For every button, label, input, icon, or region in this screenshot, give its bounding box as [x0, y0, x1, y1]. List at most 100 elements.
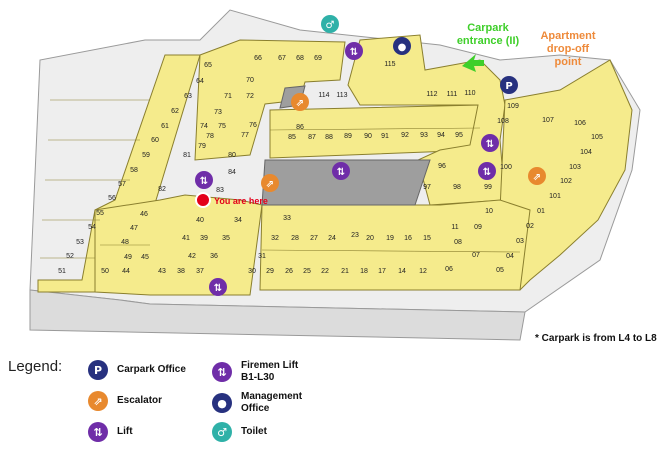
toilet-icon: ♂ [212, 422, 232, 442]
unit-47: 47 [130, 225, 138, 232]
unit-79: 79 [198, 143, 206, 150]
atrium-void [261, 159, 431, 206]
unit-40: 40 [196, 217, 204, 224]
unit-110: 110 [464, 90, 475, 97]
unit-45: 45 [141, 254, 149, 261]
lift-icon [195, 171, 213, 189]
map-icons: ♂ ⇅ ● ⇗ P ⇅ ⇅ ⇗ ⇅ ⇗ ⇅ ⇅ [195, 15, 546, 296]
legend-item-toilet: ♂ Toilet [212, 422, 267, 442]
unit-08: 08 [454, 239, 462, 246]
unit-77: 77 [241, 132, 249, 139]
unit-26: 26 [285, 268, 293, 275]
management-office-icon [393, 37, 411, 55]
unit-06: 06 [445, 266, 453, 273]
unit-112: 112 [426, 91, 437, 98]
unit-92: 92 [401, 132, 409, 139]
unit-37: 37 [196, 268, 204, 275]
unit-86: 86 [296, 124, 304, 131]
unit-68: 68 [296, 55, 304, 62]
carpark-footnote: * Carpark is from L4 to L8 [535, 333, 657, 344]
unit-labels: 66 67 68 69 65 64 63 62 61 60 59 58 57 5… [58, 55, 603, 275]
unit-111: 111 [447, 91, 458, 98]
unit-103: 103 [569, 164, 581, 171]
unit-72: 72 [246, 93, 254, 100]
svg-text:⇅: ⇅ [350, 47, 358, 58]
unit-09: 09 [474, 224, 482, 231]
unit-96: 96 [438, 163, 446, 170]
unit-60: 60 [151, 137, 159, 144]
unit-82: 82 [158, 186, 166, 193]
escalator-icon [291, 93, 309, 111]
unit-10: 10 [485, 208, 493, 215]
unit-23: 23 [351, 232, 359, 239]
unit-21: 21 [341, 268, 349, 275]
legend-label: Firemen Lift B1-L30 [241, 360, 299, 383]
unit-104: 104 [580, 149, 592, 156]
unit-16: 16 [404, 235, 412, 242]
unit-66: 66 [254, 55, 262, 62]
unit-62: 62 [171, 108, 179, 115]
unit-25: 25 [303, 268, 311, 275]
unit-57: 57 [118, 181, 126, 188]
unit-74: 74 [200, 123, 208, 130]
unit-106: 106 [574, 120, 586, 127]
unit-94: 94 [437, 132, 445, 139]
unit-12: 12 [419, 268, 427, 275]
unit-56: 56 [108, 195, 116, 202]
unit-61: 61 [161, 123, 169, 130]
svg-text:P: P [505, 81, 512, 92]
lift-icon [345, 42, 363, 60]
unit-05: 05 [496, 267, 504, 274]
unit-91: 91 [381, 133, 389, 140]
unit-49: 49 [124, 254, 132, 261]
escalator-icon [528, 167, 546, 185]
unit-32: 32 [271, 235, 279, 242]
svg-text:⇗: ⇗ [533, 172, 541, 183]
unit-100: 100 [500, 164, 512, 171]
unit-15: 15 [423, 235, 431, 242]
svg-text:⇅: ⇅ [214, 283, 222, 294]
unit-78: 78 [206, 133, 214, 140]
lift-icon: ⇅ [88, 422, 108, 442]
legend-item-management-office: ● Management Office [212, 391, 311, 415]
unit-101: 101 [549, 193, 561, 200]
unit-113: 113 [336, 92, 347, 99]
carpark-office-icon [500, 76, 518, 94]
unit-18: 18 [360, 268, 368, 275]
unit-07: 07 [472, 252, 480, 259]
unit-85: 85 [288, 134, 296, 141]
unit-98: 98 [453, 184, 461, 191]
unit-73: 73 [214, 109, 222, 116]
legend-item-escalator: ⇗ Escalator [88, 391, 162, 411]
unit-93: 93 [420, 132, 428, 139]
unit-50: 50 [101, 268, 109, 275]
you-are-here-marker [195, 192, 211, 208]
unit-dividers [40, 99, 521, 259]
firemen-lift-icon [478, 162, 496, 180]
unit-89: 89 [344, 133, 352, 140]
toilet-icon [321, 15, 339, 33]
unit-17: 17 [378, 268, 386, 275]
legend-title: Legend: [8, 358, 63, 375]
management-office-icon: ● [212, 393, 232, 413]
unit-53: 53 [76, 239, 84, 246]
svg-text:⇅: ⇅ [483, 167, 491, 178]
unit-22: 22 [321, 268, 329, 275]
lift-icon [481, 134, 499, 152]
unit-29: 29 [266, 268, 274, 275]
svg-text:⇅: ⇅ [486, 139, 494, 150]
unit-54: 54 [88, 224, 96, 231]
unit-48: 48 [121, 239, 129, 246]
legend-label: Escalator [117, 395, 163, 406]
lift-icon [332, 162, 350, 180]
legend-item-lift: ⇅ Lift [88, 422, 133, 442]
unit-52: 52 [66, 253, 74, 260]
unit-71: 71 [224, 93, 232, 100]
unit-28: 28 [291, 235, 299, 242]
svg-text:⇅: ⇅ [337, 167, 345, 178]
unit-102: 102 [560, 178, 572, 185]
unit-51: 51 [58, 268, 66, 275]
unit-81: 81 [183, 152, 191, 159]
carpark-office-icon: P [88, 360, 108, 380]
unit-95: 95 [455, 132, 463, 139]
